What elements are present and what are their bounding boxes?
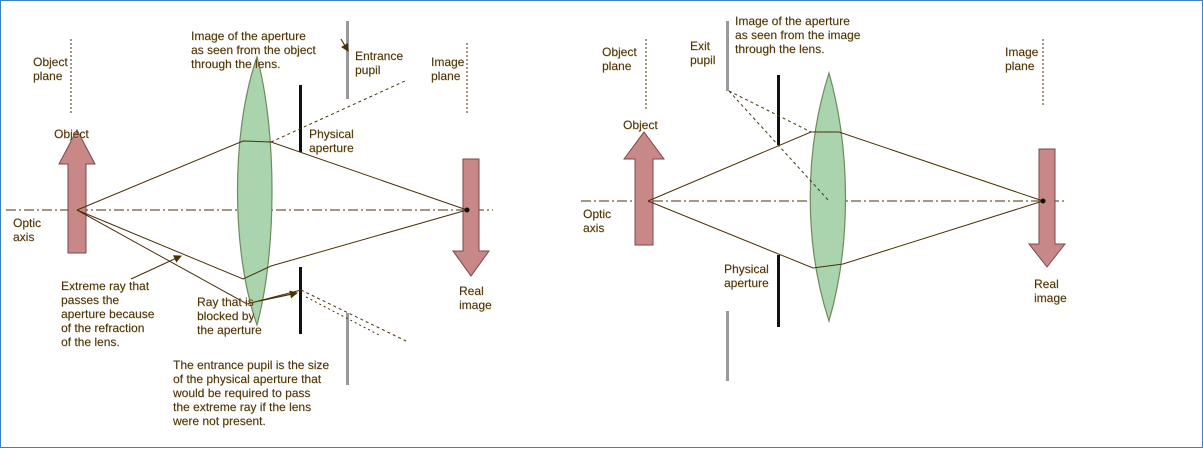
entrance-pupil-bottom: [346, 313, 349, 385]
left-diagram: [6, 21, 493, 385]
entrance-pupil-pointer: [340, 38, 349, 52]
physical-aperture-label-right: Physical aperture: [724, 262, 769, 290]
real-image-label-right: Real image: [1034, 277, 1067, 305]
blocked-ray-pointer: [258, 290, 298, 302]
ray-top-right: [647, 131, 1044, 202]
optic-axis-label: Optic axis: [13, 216, 42, 244]
exit-pupil-top: [726, 21, 729, 91]
entrance-pupil-label: Entrance pupil: [355, 49, 404, 77]
note-leader: [305, 296, 382, 337]
extreme-ray-label: Extreme ray that passes the aperture bec…: [61, 279, 155, 349]
right-diagram: [581, 21, 1067, 381]
object-label-right: Object: [623, 118, 658, 132]
ray-bottom-right: [647, 200, 1044, 269]
image-plane-label-right: Image plane: [1005, 45, 1039, 73]
lens-right: [809, 70, 847, 324]
virtual-ray-lower: [728, 90, 830, 202]
image-of-aperture-label: Image of the aperture as seen from the o…: [191, 29, 316, 71]
blocked-ray-label: Ray that is blocked by the aperture: [197, 295, 262, 337]
virtual-ray-upper: [728, 90, 812, 133]
ray-lines-right: [647, 90, 1044, 269]
real-image-arrow-right: [1027, 148, 1067, 268]
lens: [236, 54, 273, 328]
object-arrow-right: [623, 131, 665, 246]
entrance-pupil-note: The entrance pupil is the size of the ph…: [173, 358, 330, 428]
physical-aperture-bottom: [299, 267, 302, 334]
image-point: [464, 207, 470, 213]
real-image-arrow: [452, 158, 490, 277]
object-label: Object: [54, 127, 89, 141]
physical-aperture-top-right: [777, 75, 780, 145]
image-of-aperture-label-right: Image of the aperture as seen from the i…: [735, 14, 861, 56]
blocked-ray: [76, 209, 302, 305]
object-plane-label: Object plane: [33, 55, 68, 83]
extended-ray-lower: [300, 289, 407, 342]
image-plane-label: Image plane: [431, 55, 465, 83]
exit-pupil-label: Exit pupil: [690, 39, 716, 67]
exit-pupil-bottom: [726, 311, 729, 381]
object-arrow: [58, 128, 96, 254]
physical-aperture-bottom-right: [777, 255, 780, 327]
extreme-ray-top: [76, 140, 468, 211]
optic-axis-label-right: Optic axis: [583, 207, 612, 235]
ray-lines: [76, 80, 468, 342]
image-point-right: [1040, 198, 1046, 204]
extended-ray-upper: [270, 80, 406, 143]
object-plane-label-right: Object plane: [602, 45, 637, 73]
physical-aperture-label: Physical aperture: [309, 127, 354, 155]
extreme-ray-bottom: [76, 209, 468, 280]
real-image-label: Real image: [459, 284, 492, 312]
physical-aperture-top: [299, 85, 302, 152]
entrance-pupil-top: [346, 21, 349, 99]
extreme-ray-pointer: [130, 255, 182, 280]
